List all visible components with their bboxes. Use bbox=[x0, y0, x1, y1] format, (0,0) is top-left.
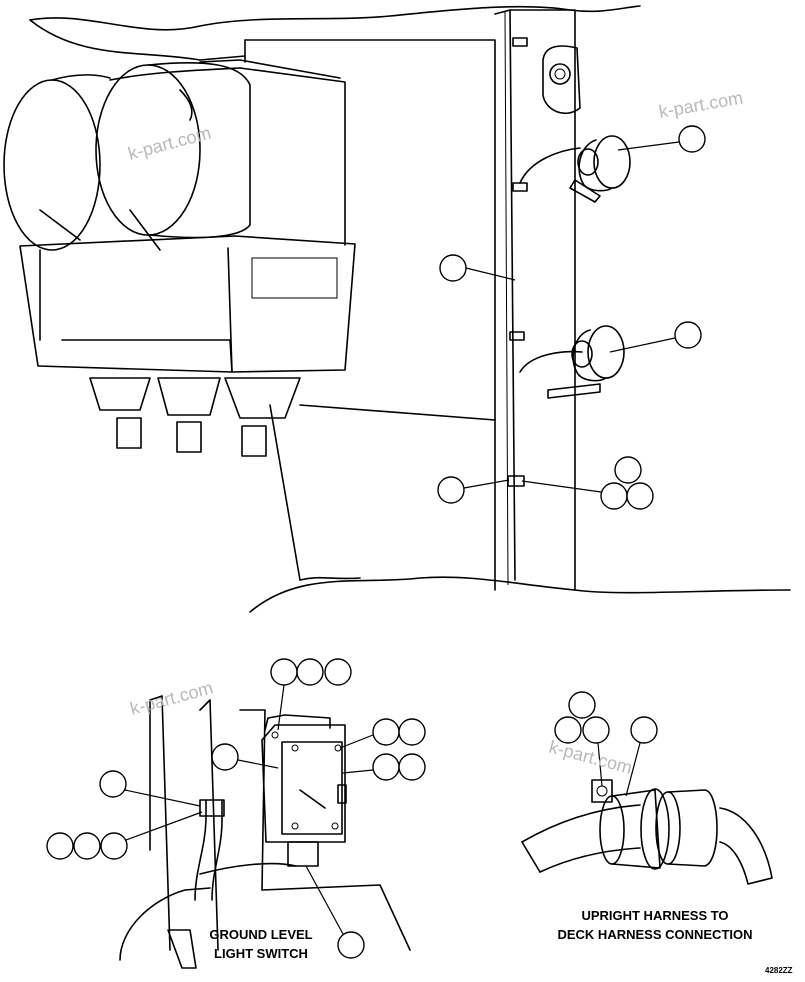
ground-level-light-switch-view bbox=[46, 658, 426, 969]
callout-balloon bbox=[582, 716, 610, 744]
callout-balloon bbox=[678, 125, 706, 153]
work-light-assembly bbox=[3, 59, 356, 457]
watermark: k-part.com bbox=[657, 87, 744, 121]
callout-balloon bbox=[337, 931, 365, 959]
callout-balloon bbox=[626, 482, 654, 510]
callout-balloon bbox=[614, 456, 642, 484]
callout-balloon bbox=[270, 658, 298, 686]
caption-line: DECK HARNESS CONNECTION bbox=[557, 927, 753, 942]
callout-balloon bbox=[674, 321, 702, 349]
callout-balloon bbox=[398, 718, 426, 746]
callout-balloon bbox=[100, 832, 128, 860]
callout-balloon bbox=[324, 658, 352, 686]
light-switch-box bbox=[199, 714, 347, 875]
callout-balloon bbox=[398, 753, 426, 781]
caption-line: LIGHT SWITCH bbox=[214, 946, 308, 961]
upright-assembly-view bbox=[3, 5, 791, 613]
callout-balloon bbox=[437, 476, 465, 504]
callout-balloon bbox=[372, 753, 400, 781]
watermark: k-part.com bbox=[547, 737, 634, 778]
callout-balloon bbox=[372, 718, 400, 746]
caption-line: GROUND LEVEL bbox=[209, 927, 313, 942]
callout-balloon bbox=[554, 716, 582, 744]
callout-balloon bbox=[211, 743, 239, 771]
upper-beacon bbox=[569, 135, 631, 203]
ground-level-light-switch-caption: GROUND LEVEL LIGHT SWITCH bbox=[196, 925, 326, 963]
callout-balloon bbox=[73, 832, 101, 860]
callout-balloon bbox=[99, 770, 127, 798]
callout-balloon bbox=[46, 832, 74, 860]
figure-id: 4282ZZ bbox=[765, 966, 793, 975]
watermark: k-part.com bbox=[128, 678, 215, 719]
caption-line: UPRIGHT HARNESS TO bbox=[581, 908, 729, 923]
callout-balloon bbox=[568, 691, 596, 719]
callout-balloon bbox=[630, 716, 658, 744]
lower-beacon bbox=[547, 325, 625, 399]
upright-harness-caption: UPRIGHT HARNESS TO DECK HARNESS CONNECTI… bbox=[540, 906, 770, 944]
callout-balloon bbox=[600, 482, 628, 510]
callout-balloon bbox=[296, 658, 324, 686]
callout-balloon bbox=[439, 254, 467, 282]
upright-harness-connection-view bbox=[521, 691, 773, 885]
